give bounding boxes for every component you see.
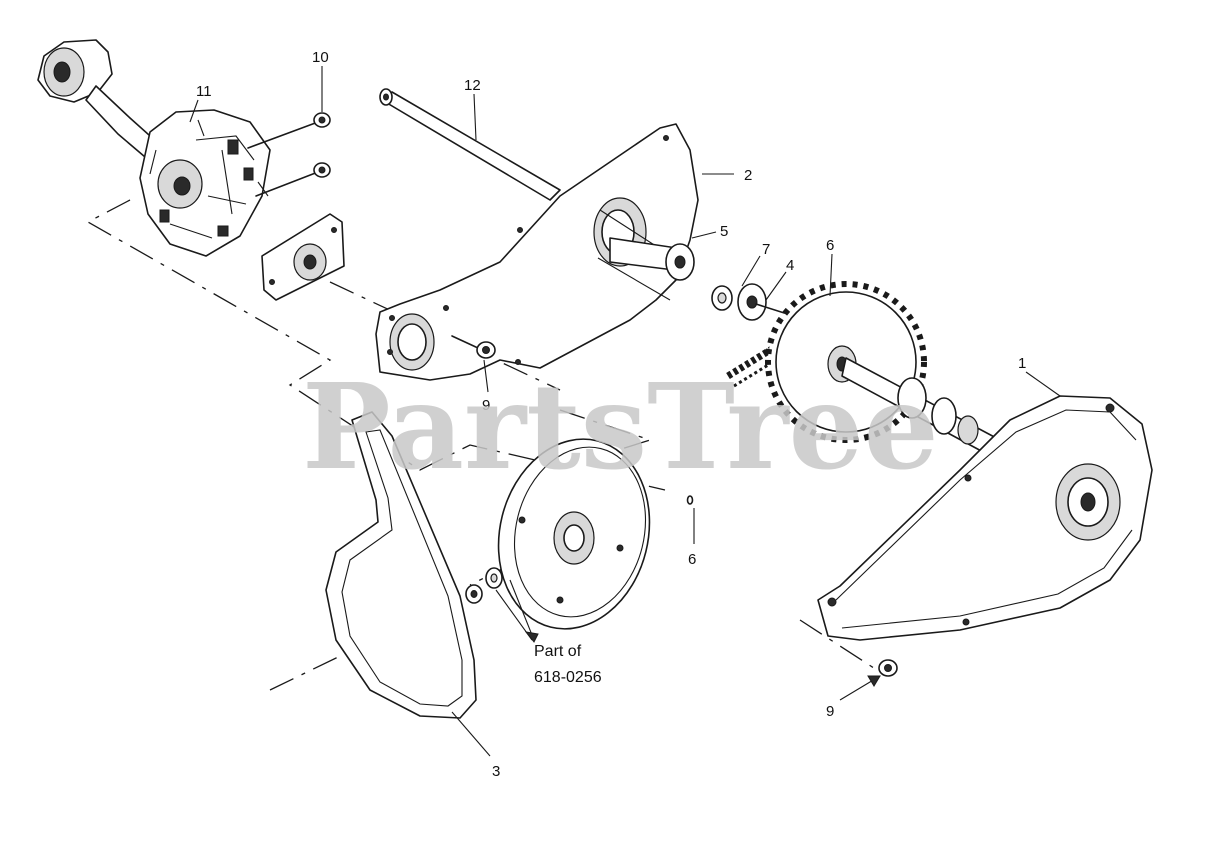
- callout-11: 11: [196, 83, 212, 100]
- callout-labels: 10 11 12 2 5 7 4 6 9 1 6 3 9: [196, 49, 1026, 780]
- spacer-7: [711, 285, 733, 311]
- note-line-2: 618-0256: [534, 669, 602, 686]
- drive-belt: [325, 411, 477, 719]
- shaft: [379, 88, 561, 201]
- callout-9-upper: 9: [482, 397, 490, 414]
- callout-3: 3: [492, 763, 500, 780]
- pulley: [497, 438, 651, 630]
- leader-lines: [189, 66, 1061, 757]
- callout-6-upper: 6: [826, 237, 834, 254]
- callout-7: 7: [762, 241, 770, 258]
- watermark-logo: PartsTree: [302, 357, 939, 496]
- callout-5: 5: [720, 223, 728, 240]
- chain-case-cover: [817, 395, 1153, 641]
- screw-10-upper: [247, 112, 331, 149]
- screw-9-frame: [451, 335, 496, 359]
- gearbox-assembly: [37, 39, 271, 257]
- pin-6: [686, 495, 694, 505]
- mounting-plate: [261, 213, 345, 301]
- callout-1: 1: [1018, 355, 1026, 372]
- bushing-5: [609, 237, 695, 281]
- nut-9-cover: [878, 659, 898, 677]
- callout-9-lower: 9: [826, 703, 834, 720]
- note-line-1: Part of: [534, 643, 582, 660]
- callout-4: 4: [786, 257, 794, 274]
- callout-2: 2: [744, 167, 752, 184]
- callout-6-lower: 6: [688, 551, 696, 568]
- output-shaft: [841, 357, 1001, 461]
- pulley-washer: [485, 567, 503, 589]
- pulley-nut: [465, 584, 483, 604]
- callout-12: 12: [464, 77, 481, 94]
- part-note: Part of 618-0256: [534, 643, 602, 686]
- screw-10-lower: [255, 162, 331, 197]
- callout-10: 10: [312, 49, 329, 66]
